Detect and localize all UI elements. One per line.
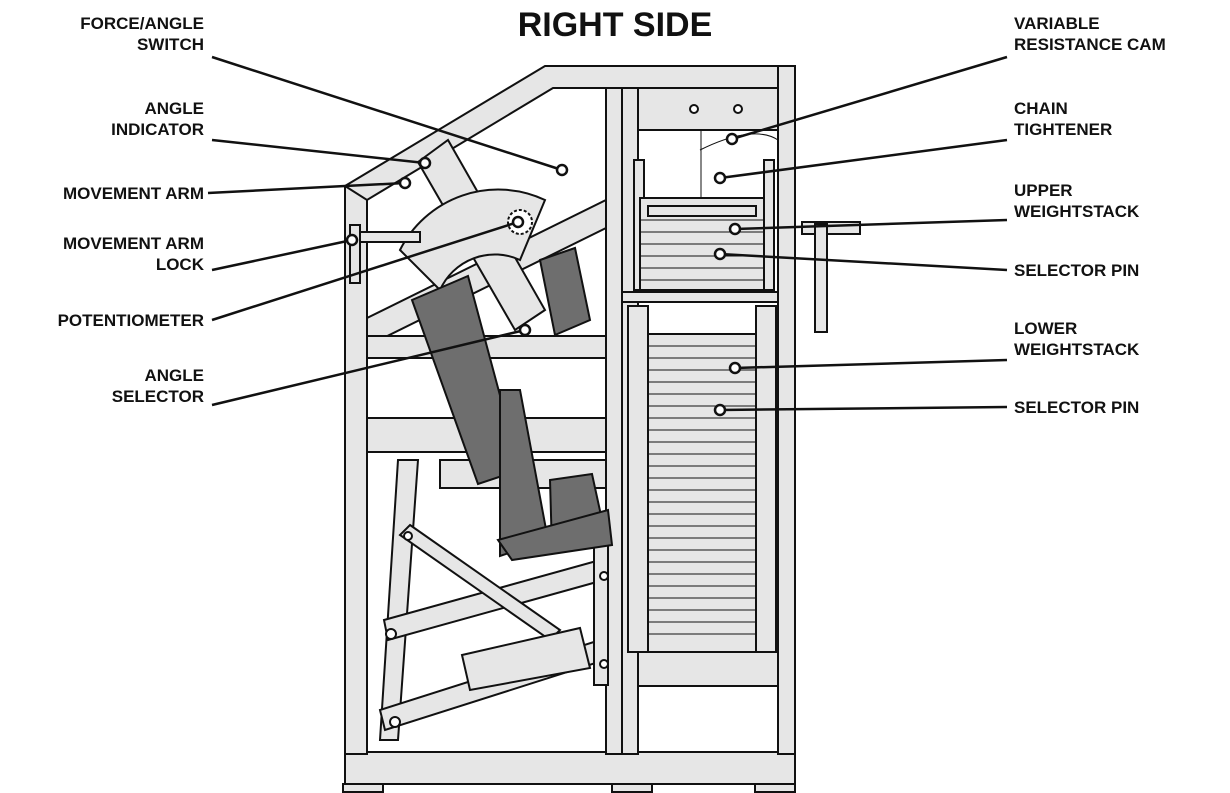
foot-mid: [611, 783, 653, 793]
lower-stack-guide-left: [627, 305, 649, 653]
label-upper-weightstack: UPPER WEIGHTSTACK: [1014, 181, 1140, 221]
label-angle-selector: ANGLE SELECTOR: [111, 366, 204, 406]
handle-plate: [814, 223, 828, 333]
arm-lock-rod: [359, 231, 421, 243]
seat-pad: [496, 508, 614, 562]
callout-dot: [518, 323, 532, 337]
callout-dot: [418, 156, 432, 170]
label-selector-pin-upper: SELECTOR PIN: [1014, 261, 1140, 280]
callout-dot: [511, 215, 525, 229]
stack-guide-right: [763, 159, 775, 291]
callout-dot: [713, 403, 727, 417]
label-chain-tightener: CHAIN TIGHTENER: [1014, 99, 1113, 139]
leader-variable-resistance-cam: [731, 55, 1008, 141]
foot-block: [460, 626, 592, 692]
leader-movement-arm-lock: [211, 238, 353, 272]
leader-selector-pin-upper: [719, 252, 1008, 272]
callout-dot: [725, 132, 739, 146]
right-bottom-rail: [637, 651, 779, 687]
label-angle-indicator: ANGLE INDICATOR: [111, 99, 204, 139]
callout-dot: [713, 171, 727, 185]
leader-chain-tightener: [719, 138, 1008, 180]
leader-potentiometer: [211, 220, 519, 322]
label-selector-pin-lower: SELECTOR PIN: [1014, 398, 1140, 417]
leader-selector-pin-lower: [719, 405, 1008, 412]
callout-dot: [728, 222, 742, 236]
leader-movement-arm: [207, 181, 406, 195]
arm-lock-bracket: [349, 224, 361, 284]
leader-angle-indicator: [211, 138, 426, 165]
cam-housing: [637, 87, 779, 131]
lower-weightstack-plates: [647, 333, 757, 653]
label-variable-resistance-cam: VARIABLE RESISTANCE CAM: [1014, 14, 1166, 54]
leader-angle-selector: [211, 328, 526, 407]
upper-stack-shelf: [621, 291, 779, 303]
gear-sector: [398, 188, 547, 292]
top-frame-outer: [343, 65, 796, 202]
callout-dot: [555, 163, 569, 177]
handle-rod: [801, 221, 861, 235]
diagram-title: RIGHT SIDE: [517, 6, 713, 44]
callout-dot: [398, 176, 412, 190]
label-force-angle-switch: FORCE/ANGLE SWITCH: [80, 14, 204, 54]
label-lower-weightstack: LOWER WEIGHTSTACK: [1014, 319, 1140, 359]
seat-frame-front: [378, 459, 420, 741]
callout-dot: [345, 233, 359, 247]
leader-upper-weightstack: [734, 218, 1008, 231]
foot-left: [342, 783, 384, 793]
roller-pad: [538, 246, 592, 337]
lower-stack-guide-right: [755, 305, 777, 653]
label-potentiometer: POTENTIOMETER: [57, 311, 204, 330]
callout-dot: [713, 247, 727, 261]
upper-weightstack-top: [647, 205, 757, 217]
callout-dot: [728, 361, 742, 375]
base-rail: [344, 751, 796, 785]
foot-right: [754, 783, 796, 793]
leader-force-angle-switch: [211, 55, 563, 172]
label-movement-arm-lock: MOVEMENT ARM LOCK: [62, 234, 204, 274]
leader-lower-weightstack: [734, 358, 1008, 370]
label-movement-arm: MOVEMENT ARM: [62, 184, 204, 203]
